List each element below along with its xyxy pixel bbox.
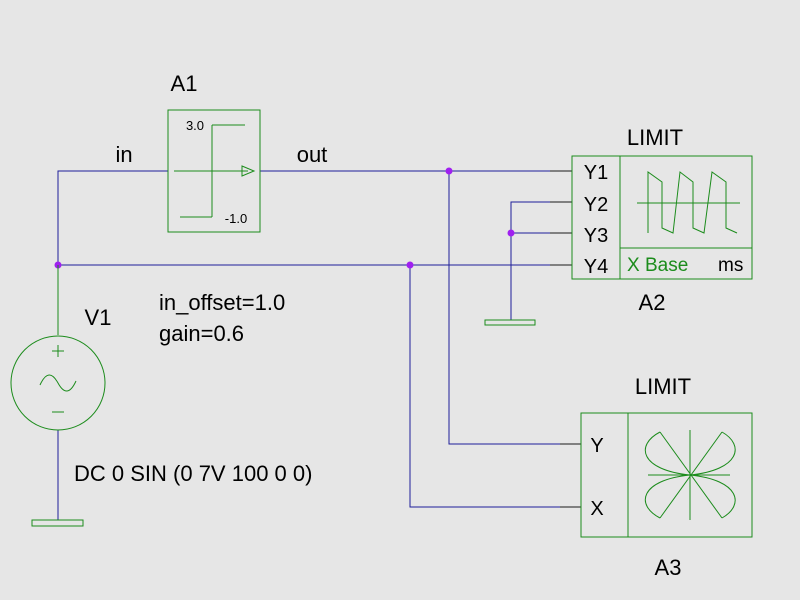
- scope-channel-y1: Y1: [584, 162, 608, 184]
- scope-a3-ref: A3: [655, 555, 682, 580]
- square-wave-icon: [637, 171, 740, 234]
- net-label-out: out: [297, 142, 328, 167]
- ground-symbols: [31, 319, 536, 527]
- ground-icon: [31, 519, 84, 527]
- scope-channel-y2: Y2: [584, 194, 608, 216]
- wire-out-to-a3-y[interactable]: [448, 171, 581, 445]
- scope-xbase: X Base: [627, 255, 688, 276]
- scope-channel-y3: Y3: [584, 225, 608, 247]
- limiter-param-offset: in_offset=1.0: [159, 290, 285, 315]
- junction-dot: [445, 167, 453, 175]
- lissajous-icon: [644, 430, 736, 520]
- ground-icon: [484, 319, 536, 326]
- scope-a2-ref: A2: [639, 290, 666, 315]
- scope-y-input: Y: [590, 435, 603, 457]
- junction-dot: [507, 229, 515, 237]
- limiter-ref: A1: [171, 71, 198, 96]
- limiter-upper: 3.0: [186, 118, 204, 133]
- scope-a3[interactable]: LIMIT Y X A3: [580, 374, 753, 580]
- wire-ground-y2-y3[interactable]: [510, 201, 572, 320]
- arrow-right-icon: [241, 165, 256, 177]
- net-label-in: in: [115, 142, 132, 167]
- scope-unit: ms: [718, 255, 743, 276]
- a2-pin-wires: [550, 170, 581, 508]
- source-value: DC 0 SIN (0 7V 100 0 0): [74, 461, 312, 486]
- source-ref: V1: [85, 305, 112, 330]
- limiter-transfer-icon: [174, 124, 248, 218]
- scope-channel-y4: Y4: [584, 256, 608, 278]
- limiter-lower: -1.0: [225, 211, 247, 226]
- wire-in-to-a3-x[interactable]: [409, 265, 581, 508]
- wire-in-net[interactable]: [57, 170, 168, 332]
- voltage-source-v1[interactable]: V1: [10, 265, 112, 431]
- scope-a3-title: LIMIT: [635, 374, 691, 399]
- limiter-param-gain: gain=0.6: [159, 321, 244, 346]
- junction-dot: [406, 261, 414, 269]
- limiter-a1[interactable]: A1 3.0 -1.0: [167, 71, 261, 233]
- junctions: [54, 167, 515, 269]
- scope-a2-title: LIMIT: [627, 125, 683, 150]
- scope-x-input: X: [590, 498, 603, 520]
- scope-a2[interactable]: LIMIT Y1 Y2 Y3 Y4 X Base ms A2: [571, 125, 753, 315]
